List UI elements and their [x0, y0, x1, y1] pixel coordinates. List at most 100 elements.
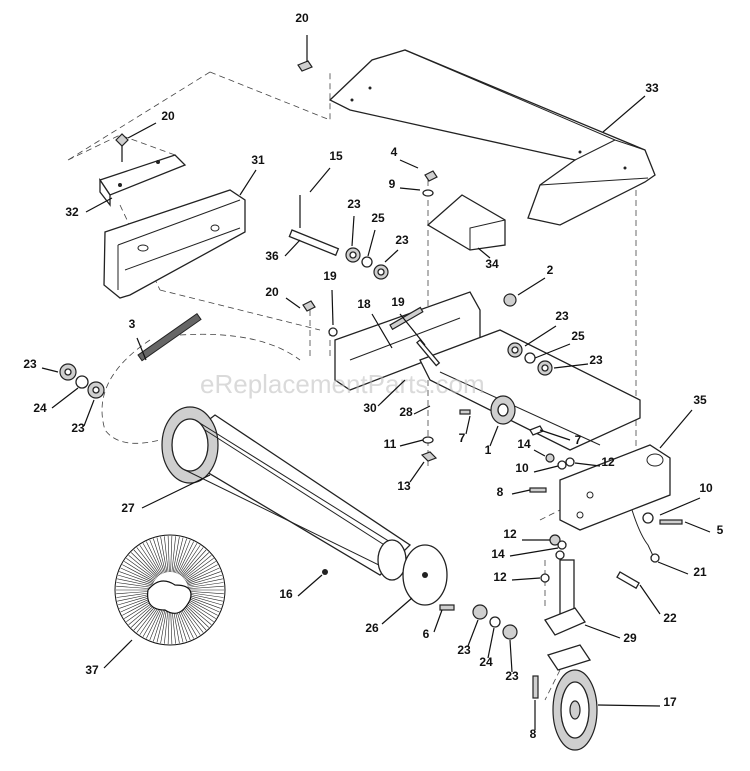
leader-line-c23e: [41, 367, 59, 373]
leader-line-c37: [103, 639, 133, 669]
callout-c12a: 12: [601, 455, 615, 469]
callout-c28: 28: [399, 405, 413, 419]
leader-line-c30: [377, 379, 406, 407]
leader-line-c24b: [487, 627, 495, 659]
callout-c4: 4: [391, 145, 398, 159]
callout-c14b: 14: [491, 547, 505, 561]
callout-c30: 30: [363, 401, 377, 415]
callout-c8a: 8: [497, 485, 504, 499]
callout-c31: 31: [251, 153, 265, 167]
callout-c3: 3: [129, 317, 136, 331]
callout-c12c: 12: [493, 570, 507, 584]
leader-line-c3: [136, 337, 147, 361]
caster-part-29: [544, 559, 592, 671]
leader-line-c7b: [539, 429, 571, 441]
leader-line-c15: [309, 167, 331, 193]
callout-c11: 11: [384, 437, 397, 451]
leader-line-c19b: [399, 313, 426, 346]
callout-c20c: 20: [265, 285, 279, 299]
leader-line-c23b: [384, 249, 399, 263]
callout-c34: 34: [485, 257, 499, 271]
leader-line-c34: [477, 247, 491, 259]
callout-c35: 35: [693, 393, 707, 407]
leader-line-c8a: [511, 489, 531, 495]
callout-c7a: 7: [459, 431, 466, 445]
leader-line-c20b: [127, 122, 157, 139]
callout-c24a: 24: [33, 401, 47, 415]
callout-c19a: 19: [323, 269, 337, 283]
callout-c10a: 10: [515, 461, 529, 475]
leader-line-c7a: [465, 415, 471, 435]
leader-line-c1: [489, 425, 499, 447]
leader-line-c11: [399, 439, 424, 447]
leader-line-c5: [684, 521, 711, 533]
disc-part-26: [402, 544, 448, 606]
leader-line-c4: [399, 159, 419, 169]
bearing-set-left: [59, 363, 105, 399]
leader-line-c23c: [524, 325, 557, 347]
hardware-small: [115, 60, 683, 699]
leader-line-c23f: [83, 399, 95, 427]
callout-c23g: 23: [457, 643, 471, 657]
callout-c15: 15: [329, 149, 343, 163]
leader-line-c33: [602, 95, 646, 133]
plate-part-34: [426, 194, 506, 251]
callout-c25b: 25: [571, 329, 585, 343]
callout-c12b: 12: [503, 527, 517, 541]
callout-c19b: 19: [391, 295, 405, 309]
callout-c24b: 24: [479, 655, 493, 669]
leader-line-c16: [297, 574, 323, 597]
callout-c26: 26: [365, 621, 379, 635]
callout-c37: 37: [85, 663, 99, 677]
leader-line-c25a: [367, 229, 376, 257]
callout-c8b: 8: [530, 727, 537, 741]
callout-c23h: 23: [505, 669, 519, 683]
leader-line-c10a: [533, 465, 559, 473]
leader-line-c12c: [511, 577, 541, 581]
leader-line-c29: [584, 624, 621, 639]
chain-part-3: [137, 313, 202, 362]
callout-c18: 18: [357, 297, 371, 311]
leader-line-c27: [141, 474, 211, 509]
leader-line-c13: [409, 461, 425, 483]
leader-line-c23a: [351, 215, 355, 247]
callout-c14a: 14: [517, 437, 531, 451]
leader-line-c35: [659, 409, 693, 449]
callout-c23d: 23: [589, 353, 603, 367]
callout-c16: 16: [279, 587, 293, 601]
callout-c17: 17: [663, 695, 677, 709]
leader-line-c23g: [467, 619, 479, 647]
main-frame: [334, 291, 671, 531]
callout-c22: 22: [663, 611, 677, 625]
leader-line-c24a: [51, 387, 79, 409]
callout-c9: 9: [389, 177, 396, 191]
callout-c5: 5: [717, 523, 724, 537]
leader-line-c9: [399, 187, 421, 191]
callout-c23c: 23: [555, 309, 569, 323]
callout-c1: 1: [485, 443, 492, 457]
callout-c36: 36: [265, 249, 279, 263]
callout-c33: 33: [645, 81, 659, 95]
leader-lines: [41, 35, 711, 730]
leader-line-c10b: [659, 497, 701, 516]
callout-c6: 6: [423, 627, 430, 641]
callout-c29: 29: [623, 631, 637, 645]
callout-c13: 13: [397, 479, 411, 493]
bracket-part-32: [98, 154, 187, 207]
callout-c27: 27: [121, 501, 135, 515]
leader-line-c25b: [534, 343, 571, 359]
leader-line-c6: [433, 609, 443, 633]
leader-line-c23d: [553, 363, 589, 369]
pin-part-36: [288, 195, 340, 257]
leader-line-c19a: [331, 289, 334, 326]
leader-line-c18: [371, 313, 393, 349]
callout-c20b: 20: [161, 109, 175, 123]
leader-line-c21: [657, 561, 689, 575]
callout-c21: 21: [693, 565, 707, 579]
bearing-set-upper: [345, 247, 389, 280]
brush-part-37: [114, 534, 226, 646]
leader-line-c20c: [285, 297, 301, 309]
callout-c23a: 23: [347, 197, 361, 211]
callout-c20a: 20: [295, 11, 309, 25]
callout-c7b: 7: [575, 433, 582, 447]
